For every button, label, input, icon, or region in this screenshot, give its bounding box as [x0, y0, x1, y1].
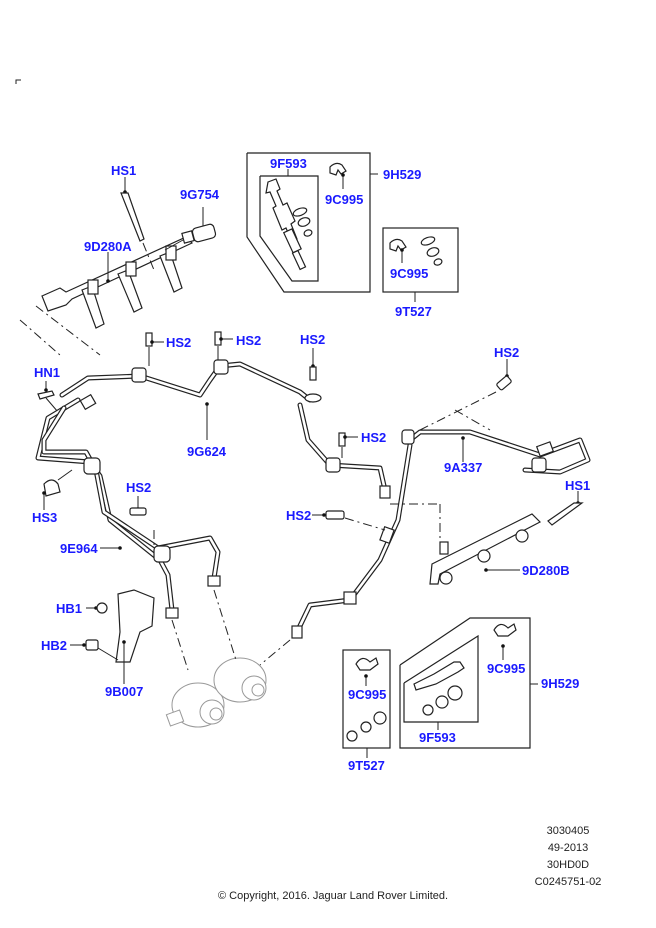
label-hs2-e[interactable]: HS2 — [361, 430, 387, 445]
nut-hn1 — [37, 381, 59, 413]
label-hs2-b[interactable]: HS2 — [236, 333, 262, 348]
bolt-hs2-f — [129, 496, 155, 560]
label-hs3[interactable]: HS3 — [32, 510, 58, 525]
label-9c995-bottom-b[interactable]: 9C995 — [487, 661, 526, 676]
label-9d280b[interactable]: 9D280B — [522, 563, 570, 578]
label-9e964[interactable]: 9E964 — [60, 541, 98, 556]
fuel-line-9a337 — [401, 429, 591, 475]
injector-kit-9h529-bottom — [399, 617, 538, 749]
label-hs1-top[interactable]: HS1 — [111, 163, 137, 178]
fuel-line-9e964 — [35, 393, 221, 619]
bolt-hs2-e — [338, 432, 358, 458]
bolt-hb1 — [86, 602, 108, 614]
reference-line-3: 30HD0D — [546, 859, 590, 871]
label-9d280a[interactable]: 9D280A — [84, 239, 132, 254]
fuel-line-9g624 — [59, 359, 391, 499]
bolt-hs1-right — [547, 491, 584, 526]
bolt-hs2-a — [145, 332, 164, 366]
reference-line-2: 49-2013 — [547, 842, 589, 854]
seal-kit-9t527-top — [382, 227, 459, 302]
label-9t527-top[interactable]: 9T527 — [395, 304, 432, 319]
label-hn1[interactable]: HN1 — [34, 365, 61, 380]
bolt-hs2-b — [214, 331, 233, 360]
fuel-line-center — [291, 442, 441, 639]
bolt-hs2-d — [419, 359, 512, 431]
label-9t527-bottom[interactable]: 9T527 — [348, 758, 385, 773]
label-9g624[interactable]: 9G624 — [187, 444, 227, 459]
label-9a337[interactable]: 9A337 — [444, 460, 483, 475]
label-hs2-d[interactable]: HS2 — [494, 345, 520, 360]
label-9c995-top-a[interactable]: 9C995 — [325, 192, 364, 207]
label-hs2-f[interactable]: HS2 — [126, 480, 152, 495]
reference-line-4: C0245751-02 — [534, 876, 602, 888]
label-hs2-a[interactable]: HS2 — [166, 335, 192, 350]
label-hs1-right[interactable]: HS1 — [565, 478, 591, 493]
label-9f593-top[interactable]: 9F593 — [270, 156, 307, 171]
high-pressure-pumps-ghost — [165, 589, 291, 728]
label-9c995-top-b[interactable]: 9C995 — [390, 266, 429, 281]
label-hb2[interactable]: HB2 — [41, 638, 68, 653]
label-hs2-g[interactable]: HS2 — [286, 508, 312, 523]
label-9c995-bottom-a[interactable]: 9C995 — [348, 687, 387, 702]
label-9f593-bottom[interactable]: 9F593 — [419, 730, 456, 745]
pressure-sensor-9g754 — [164, 207, 217, 251]
label-9h529-bottom[interactable]: 9H529 — [541, 676, 580, 691]
bolt-hb2 — [70, 639, 119, 661]
registration-mark — [15, 79, 21, 84]
label-hb1[interactable]: HB1 — [56, 601, 83, 616]
reference-line-1: 3030405 — [546, 825, 590, 837]
cap-hs3 — [42, 469, 73, 510]
label-9g754[interactable]: 9G754 — [180, 187, 220, 202]
bolt-hs2-g — [312, 510, 386, 531]
bolt-hs2-c — [304, 348, 322, 403]
fuel-rail-9d280b — [429, 513, 542, 585]
copyright-notice: © Copyright, 2016. Jaguar Land Rover Lim… — [218, 890, 449, 902]
seal-kit-9t527-bottom — [342, 649, 391, 758]
bracket-9b007 — [115, 589, 155, 684]
bolt-hs1-top — [120, 177, 155, 271]
label-9b007[interactable]: 9B007 — [105, 684, 144, 699]
fuel-rail-9d280a — [41, 236, 194, 329]
label-hs2-c[interactable]: HS2 — [300, 332, 326, 347]
injector-kit-9h529-top — [246, 152, 378, 293]
label-9h529-top[interactable]: 9H529 — [383, 167, 422, 182]
